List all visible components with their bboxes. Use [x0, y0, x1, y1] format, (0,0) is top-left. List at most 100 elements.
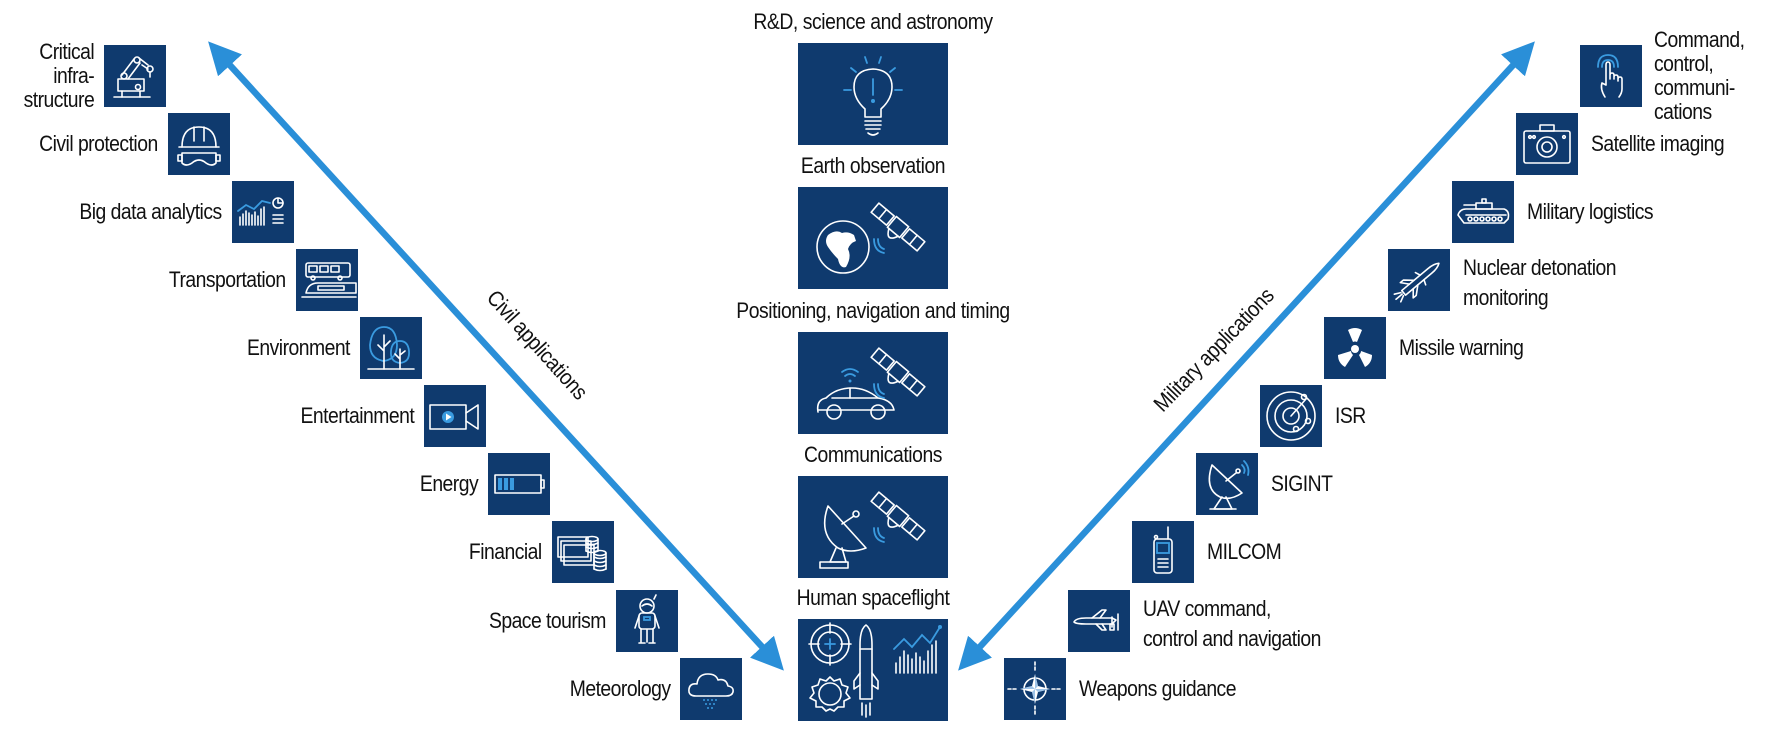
- target-icon: [808, 622, 852, 666]
- military-item-command-control-communications: [1580, 45, 1642, 107]
- civil-item-label: Meteorology: [569, 677, 670, 701]
- label-line: Space tourism: [489, 608, 606, 633]
- label-line: Big data analytics: [79, 199, 223, 224]
- civil-item-label: Space tourism: [489, 609, 606, 633]
- military-item-label: Weapons guidance: [1079, 677, 1236, 701]
- civil-item-transportation: [296, 249, 358, 311]
- civil-item-label: Big data analytics: [79, 199, 223, 224]
- military-item-military-logistics: [1452, 181, 1514, 243]
- label-line: Missile warning: [1399, 335, 1524, 360]
- core-item-rd-science-astronomy: [798, 43, 948, 145]
- civil-item-big-data-analytics: [232, 181, 294, 243]
- core-item-label: Human spaceflight: [796, 585, 950, 610]
- battery-icon: [494, 474, 545, 494]
- civil-item-space-tourism: [616, 590, 678, 652]
- military-item-sigint: [1196, 453, 1258, 515]
- civil-item-critical-infrastructure: [104, 45, 166, 107]
- core-item-earth-observation: [798, 187, 948, 289]
- label-line: UAV command,: [1143, 596, 1271, 621]
- core-item-label: Earth observation: [800, 153, 946, 178]
- civil-applications-label: Civil applications: [481, 285, 593, 405]
- military-item-isr: [1260, 385, 1322, 447]
- label-line: Environment: [247, 335, 350, 360]
- label-line: control and navigation: [1143, 626, 1321, 651]
- drone-icon: [1073, 609, 1119, 631]
- radiation-icon: [1338, 328, 1372, 367]
- core-item-communications: [798, 476, 948, 578]
- label-line: Military logistics: [1527, 199, 1654, 224]
- radio-handset-icon: [1153, 526, 1173, 574]
- military-item-label: Nuclear detonation monitoring: [1463, 255, 1617, 310]
- label-line: Entertainment: [300, 403, 414, 428]
- robot-arm-icon: [113, 56, 154, 98]
- label-line: Transportation: [169, 267, 286, 292]
- radar-icon: [1266, 391, 1316, 441]
- satellite-dish-icon: [1208, 460, 1250, 510]
- video-camera-icon: [429, 404, 479, 430]
- globe-satellite-icon: [816, 202, 926, 274]
- armored-vehicle-icon: [1457, 198, 1510, 224]
- label-line: structure: [23, 87, 94, 112]
- label-line: Energy: [419, 471, 479, 496]
- civil-item-meteorology: [680, 658, 742, 720]
- label-line: Civil protection: [39, 131, 158, 156]
- civil-item-label: Financial: [469, 540, 542, 564]
- military-item-milcom: [1132, 521, 1194, 583]
- target-rocket-gear-chart-icon: [808, 622, 942, 718]
- money-coins-icon: [557, 535, 607, 572]
- camera-icon: [1523, 124, 1571, 164]
- label-line: Command,: [1654, 27, 1745, 52]
- civil-item-label: Environment: [247, 336, 350, 360]
- label-line: Weapons guidance: [1079, 676, 1236, 701]
- hard-hat-goggles-icon: [177, 126, 221, 166]
- military-item-satellite-imaging: [1516, 113, 1578, 175]
- compass-star-icon: [1007, 661, 1063, 717]
- civil-item-energy: [488, 453, 550, 515]
- lightbulb-idea-icon: [843, 56, 903, 136]
- civil-item-financial: [552, 521, 614, 583]
- core-item-human-spaceflight: [798, 619, 948, 721]
- trees-icon: [367, 326, 415, 370]
- military-item-label: MILCOM: [1207, 539, 1282, 564]
- military-item-label: Missile warning: [1399, 335, 1524, 360]
- label-line: Meteorology: [569, 676, 670, 701]
- rain-cloud-icon: [688, 673, 734, 709]
- dish-satellite-icon: [819, 491, 926, 569]
- military-item-missile-warning: [1324, 317, 1386, 379]
- label-line: Satellite imaging: [1591, 131, 1725, 156]
- label-line: control,: [1654, 51, 1714, 76]
- military-item-label: Command,control,communi-cations: [1654, 27, 1745, 124]
- missile-icon: [1393, 262, 1440, 303]
- label-line: monitoring: [1463, 285, 1549, 310]
- label-line: cations: [1654, 99, 1712, 124]
- military-item-uav-command: [1068, 590, 1130, 652]
- military-item-label: Satellite imaging: [1591, 131, 1725, 156]
- bus-train-icon: [301, 262, 357, 298]
- military-item-nuclear-detonation-monitoring: [1388, 249, 1450, 311]
- rocket-icon: [853, 624, 879, 718]
- label-line: Nuclear detonation: [1463, 255, 1617, 280]
- civil-item-label: Civil protection: [39, 132, 158, 156]
- analytics-chart-icon: [237, 197, 284, 226]
- car-satellite-icon: [816, 347, 926, 420]
- military-item-label: ISR: [1335, 404, 1366, 428]
- core-item-label: R&D, science and astronomy: [753, 9, 993, 34]
- label-line: MILCOM: [1207, 539, 1282, 564]
- gear-icon: [809, 676, 851, 712]
- civil-item-entertainment: [424, 385, 486, 447]
- label-line: communi-: [1654, 75, 1735, 100]
- touch-hand-icon: [1597, 54, 1623, 98]
- military-item-label: Military logistics: [1527, 199, 1654, 224]
- civil-item-environment: [360, 317, 422, 379]
- label-line: ISR: [1335, 403, 1366, 428]
- civil-item-label: Entertainment: [300, 404, 414, 428]
- military-item-label: UAV command, control and navigation: [1143, 597, 1321, 651]
- label-line: infra-: [53, 63, 94, 88]
- military-item-label: SIGINT: [1271, 471, 1333, 496]
- astronaut-icon: [634, 594, 660, 644]
- growth-chart-icon: [893, 625, 942, 674]
- label-line: SIGINT: [1271, 471, 1333, 496]
- core-item-positioning-navigation-timing: [798, 332, 948, 434]
- civil-item-label: Transportation: [169, 268, 286, 292]
